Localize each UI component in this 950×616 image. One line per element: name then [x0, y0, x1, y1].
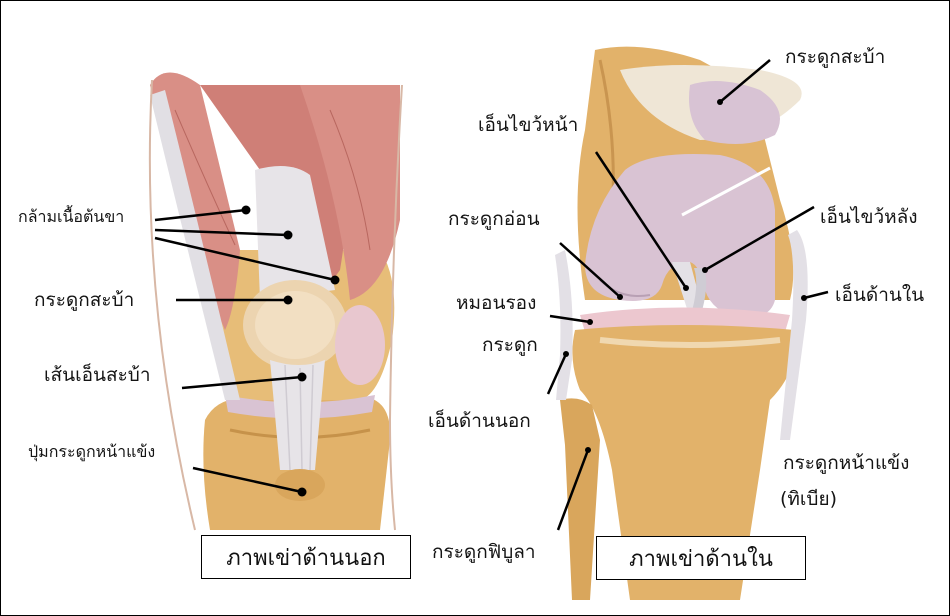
- label-patellar-tendon: เส้นเอ็นสะบ้า: [44, 364, 151, 386]
- label-meniscus-line1: หมอนรอง: [456, 292, 537, 314]
- internal-knee-illustration: [555, 45, 808, 600]
- leader-lines: [154, 59, 829, 531]
- label-acl: เอ็นไขว้หน้า: [478, 114, 579, 136]
- label-tibial-tubercle: ปุ่มกระดูกหน้าแข้ง: [28, 442, 156, 461]
- caption-internal-view: ภาพเข่าด้านใน: [596, 536, 806, 580]
- label-patella-external: กระดูกสะบ้า: [34, 289, 135, 311]
- label-lcl: เอ็นด้านนอก: [428, 410, 531, 432]
- leader-dots: [241, 99, 807, 497]
- label-meniscus-line2: กระดูก: [482, 334, 538, 356]
- label-tibia-line1: กระดูกหน้าแข้ง: [783, 452, 910, 474]
- label-mcl: เอ็นด้านใน: [835, 284, 925, 306]
- label-patella-internal: กระดูกสะบ้า: [785, 46, 886, 68]
- label-thigh-muscle: กล้ามเนื้อต้นขา: [18, 207, 125, 226]
- external-knee-illustration: [148, 72, 403, 531]
- label-cartilage: กระดูกอ่อน: [448, 208, 540, 230]
- caption-external-view: ภาพเข่าด้านนอก: [201, 535, 411, 579]
- label-tibia-line2: (ทิเบีย): [780, 488, 838, 510]
- label-pcl: เอ็นไขว้หลัง: [820, 206, 918, 228]
- label-fibula: กระดูกฟิบูลา: [432, 541, 536, 563]
